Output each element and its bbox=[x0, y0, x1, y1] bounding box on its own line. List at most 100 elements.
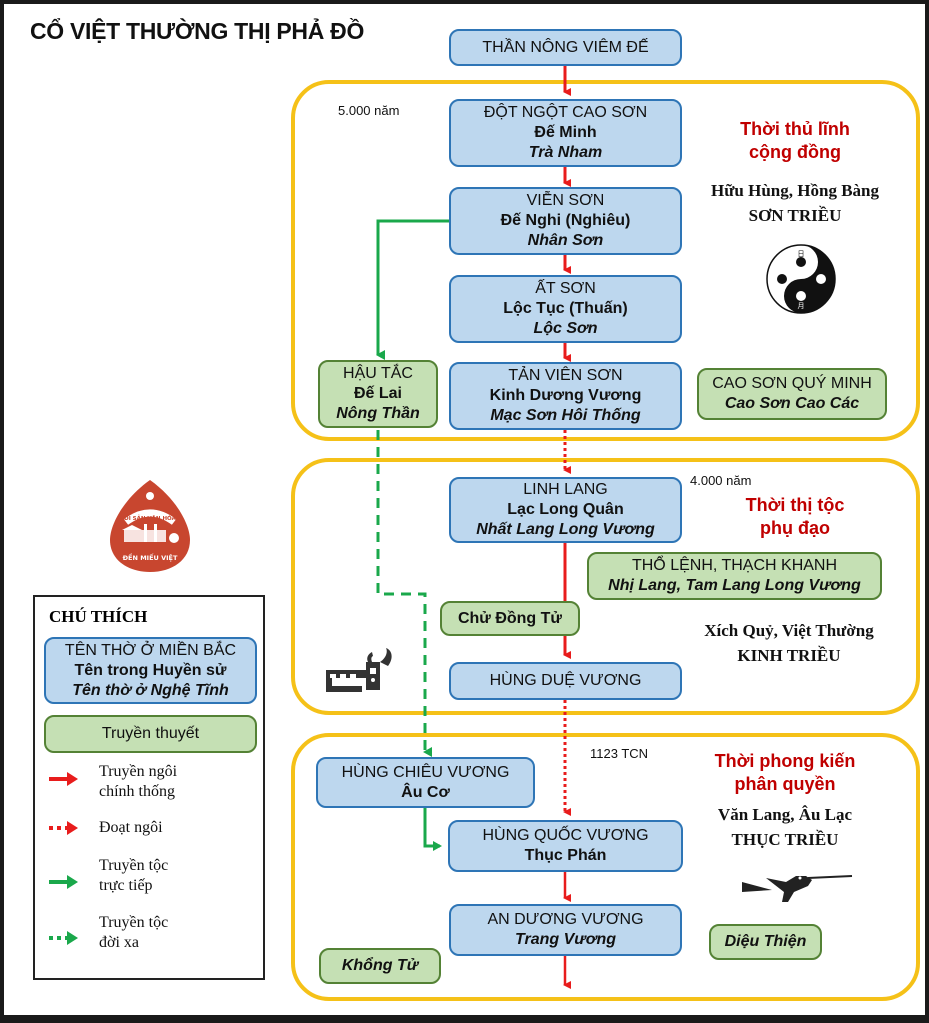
node-north-name: TẢN VIÊN SƠN bbox=[508, 367, 623, 384]
node-cao-son-quy-minh[interactable]: CAO SƠN QUÝ MINH Cao Sơn Cao Các bbox=[697, 368, 887, 420]
node-nghe-tinh-name: Cao Sơn Cao Các bbox=[724, 395, 860, 412]
node-tho-lenh-thach-khanh[interactable]: THỔ LỆNH, THẠCH KHANH Nhị Lang, Tam Lang… bbox=[587, 552, 882, 600]
legend-item-distant-lineage: Truyền tộc đời xa bbox=[99, 913, 168, 953]
bronze-dragon-icon bbox=[326, 648, 392, 692]
node-history-name: Chử Đồng Tử bbox=[457, 609, 563, 627]
node-hau-tac[interactable]: HẬU TẮC Đế Lai Nông Thần bbox=[318, 360, 438, 428]
node-dot-ngot-cao-son[interactable]: ĐỘT NGỘT CAO SƠN Đế Minh Trà Nham bbox=[449, 99, 682, 167]
era-3-title: Thời phong kiến phân quyền bbox=[690, 750, 880, 796]
legend-item-direct-lineage: Truyền tộc trực tiếp bbox=[99, 856, 168, 896]
yin-yang-char-moon: 月 bbox=[798, 302, 805, 310]
legend-item-line1: Truyền tộc bbox=[99, 914, 169, 931]
node-north-name: CAO SƠN QUÝ MINH bbox=[712, 375, 872, 392]
node-north-name: LINH LANG bbox=[523, 481, 608, 498]
node-north-name: THỔ LỆNH, THẠCH KHANH bbox=[631, 557, 838, 574]
era-2-dynasty: Xích Quỷ, Việt Thường KINH TRIỀU bbox=[680, 618, 898, 668]
era-2-container bbox=[291, 458, 920, 715]
node-hung-quoc-vuong[interactable]: HÙNG QUỐC VƯƠNG Thục Phán bbox=[448, 820, 683, 872]
page-title: CỔ VIỆT THƯỜNG THỊ PHẢ ĐỒ bbox=[30, 18, 365, 44]
node-khong-tu[interactable]: Khổng Tử bbox=[319, 948, 441, 984]
era-2-title-line1: Thời thị tộc bbox=[745, 495, 845, 515]
era-3-dynasty-line1: Văn Lang, Âu Lạc bbox=[717, 805, 853, 824]
node-nghe-tinh-name: Mạc Sơn Hôi Thống bbox=[490, 407, 641, 424]
legend-item-line1: Truyền tộc bbox=[99, 857, 169, 874]
era-2-title-line2: phụ đạo bbox=[760, 518, 830, 538]
era-3-title-line1: Thời phong kiến bbox=[714, 751, 856, 771]
node-north-name: HÙNG DUỆ VƯƠNG bbox=[489, 672, 642, 689]
node-nghe-tinh-name: Nhị Lang, Tam Lang Long Vương bbox=[608, 577, 861, 594]
node-history-name: Đế Lai bbox=[353, 385, 402, 402]
node-north-name: ĐỘT NGỘT CAO SƠN bbox=[483, 104, 648, 121]
node-hung-due-vuong[interactable]: HÙNG DUỆ VƯƠNG bbox=[449, 662, 682, 700]
lac-bird-icon bbox=[742, 875, 853, 902]
legend-legend-label: Truyền thuyết bbox=[101, 725, 200, 742]
era-3-title-line2: phân quyền bbox=[734, 774, 836, 794]
era-3-dynasty: Văn Lang, Âu Lạc THỤC TRIỀU bbox=[680, 802, 890, 852]
legend-item-line1: Đoạt ngôi bbox=[99, 819, 163, 836]
node-north-name: AN DƯƠNG VƯƠNG bbox=[487, 911, 644, 928]
node-nghe-tinh-name: Trang Vương bbox=[515, 931, 616, 948]
era-1-title-line2: cộng đồng bbox=[749, 142, 841, 162]
dotted-red-arrow-icon bbox=[49, 821, 78, 835]
node-at-son[interactable]: ẤT SƠN Lộc Tục (Thuấn) Lộc Sơn bbox=[449, 275, 682, 343]
era-3-dynasty-line2: THỤC TRIỀU bbox=[731, 830, 839, 849]
node-history-name: Lạc Long Quân bbox=[507, 501, 624, 518]
legend-sample-official-box: TÊN THỜ Ở MIỀN BẮC Tên trong Huyền sử Tê… bbox=[44, 637, 257, 704]
node-an-duong-vuong[interactable]: AN DƯƠNG VƯƠNG Trang Vương bbox=[449, 904, 682, 956]
era-1-container bbox=[291, 80, 920, 441]
yin-yang-char-sun: 日 bbox=[798, 250, 805, 258]
node-nghe-tinh-name: Khổng Tử bbox=[341, 957, 419, 974]
era-1-dynasty: Hữu Hùng, Hồng Bàng SƠN TRIỀU bbox=[690, 178, 900, 228]
legend-panel: CHÚ THÍCH TÊN THỜ Ở MIỀN BẮC Tên trong H… bbox=[33, 595, 265, 980]
node-north-name: THẦN NÔNG VIÊM ĐẾ bbox=[482, 38, 649, 56]
legend-title: CHÚ THÍCH bbox=[49, 607, 148, 626]
solid-green-arrow-icon bbox=[49, 875, 78, 889]
node-than-nong[interactable]: THẦN NÔNG VIÊM ĐẾ bbox=[449, 29, 682, 66]
node-tan-vien-son[interactable]: TẢN VIÊN SƠN Kinh Dương Vương Mạc Sơn Hô… bbox=[449, 362, 682, 430]
era-1-dynasty-line2: SƠN TRIỀU bbox=[748, 206, 842, 225]
era-1-title-line1: Thời thủ lĩnh bbox=[740, 119, 850, 139]
era-2-title: Thời thị tộc phụ đạo bbox=[705, 494, 885, 540]
node-history-name: Thục Phán bbox=[524, 847, 607, 864]
node-north-name: VIỄN SƠN bbox=[526, 192, 605, 209]
node-vien-son[interactable]: VIỄN SƠN Đế Nghi (Nghiêu) Nhân Sơn bbox=[449, 187, 682, 255]
dotted-green-arrow-icon bbox=[49, 931, 78, 945]
node-nghe-tinh-name: Nông Thần bbox=[336, 405, 420, 422]
legend-item-line2: đời xa bbox=[99, 934, 140, 951]
node-nghe-tinh-name: Lộc Sơn bbox=[533, 320, 598, 337]
node-chu-dong-tu[interactable]: Chử Đồng Tử bbox=[440, 601, 580, 636]
node-north-name: HÙNG CHIÊU VƯƠNG bbox=[341, 763, 510, 781]
era-2-dynasty-line2: KINH TRIỀU bbox=[737, 646, 841, 665]
legend-nghe-tinh-name: Tên thờ ở Nghệ Tĩnh bbox=[72, 681, 229, 699]
era-1-dynasty-line1: Hữu Hùng, Hồng Bàng bbox=[711, 181, 879, 200]
node-hung-chieu-vuong[interactable]: HÙNG CHIÊU VƯƠNG Âu Cơ bbox=[316, 757, 535, 808]
node-north-name: ẤT SƠN bbox=[535, 280, 596, 297]
solid-red-arrow-icon bbox=[49, 772, 78, 786]
legend-item-line2: trực tiếp bbox=[99, 877, 153, 894]
yin-yang-icon: 日 月 bbox=[766, 244, 836, 314]
node-history-name: Lộc Tục (Thuấn) bbox=[503, 300, 628, 317]
era-2-year: 4.000 năm bbox=[690, 473, 752, 488]
node-history-name: Âu Cơ bbox=[401, 783, 450, 801]
legend-sample-legend-box: Truyền thuyết bbox=[44, 715, 257, 753]
node-nghe-tinh-name: Nhân Sơn bbox=[527, 232, 604, 249]
node-linh-lang[interactable]: LINH LANG Lạc Long Quân Nhất Lang Long V… bbox=[449, 477, 682, 543]
node-north-name: HẬU TẮC bbox=[343, 365, 413, 382]
node-dieu-thien[interactable]: Diệu Thiện bbox=[709, 924, 822, 960]
legend-item-usurpation: Đoạt ngôi bbox=[99, 818, 163, 838]
legend-arrow-icons bbox=[49, 772, 78, 945]
era-2-dynasty-line1: Xích Quỷ, Việt Thường bbox=[704, 621, 874, 640]
era-1-year: 5.000 năm bbox=[338, 103, 400, 118]
legend-item-line2: chính thống bbox=[99, 783, 175, 800]
legend-north-name: TÊN THỜ Ở MIỀN BẮC bbox=[64, 641, 237, 659]
legend-history-name: Tên trong Huyền sử bbox=[74, 661, 227, 679]
node-nghe-tinh-name: Diệu Thiện bbox=[724, 933, 807, 950]
logo-top-text: DI SẢN VĂN HÓA bbox=[124, 514, 176, 522]
legend-item-official-succession: Truyền ngôi chính thống bbox=[99, 762, 177, 802]
node-history-name: Đế Nghi (Nghiêu) bbox=[500, 212, 631, 229]
era-1-title: Thời thủ lĩnh cộng đồng bbox=[700, 118, 890, 164]
era-3-year: 1123 TCN bbox=[590, 746, 649, 761]
node-history-name: Đế Minh bbox=[534, 124, 597, 141]
logo-bottom-text: ĐỀN MIẾU VIỆT bbox=[123, 552, 178, 562]
